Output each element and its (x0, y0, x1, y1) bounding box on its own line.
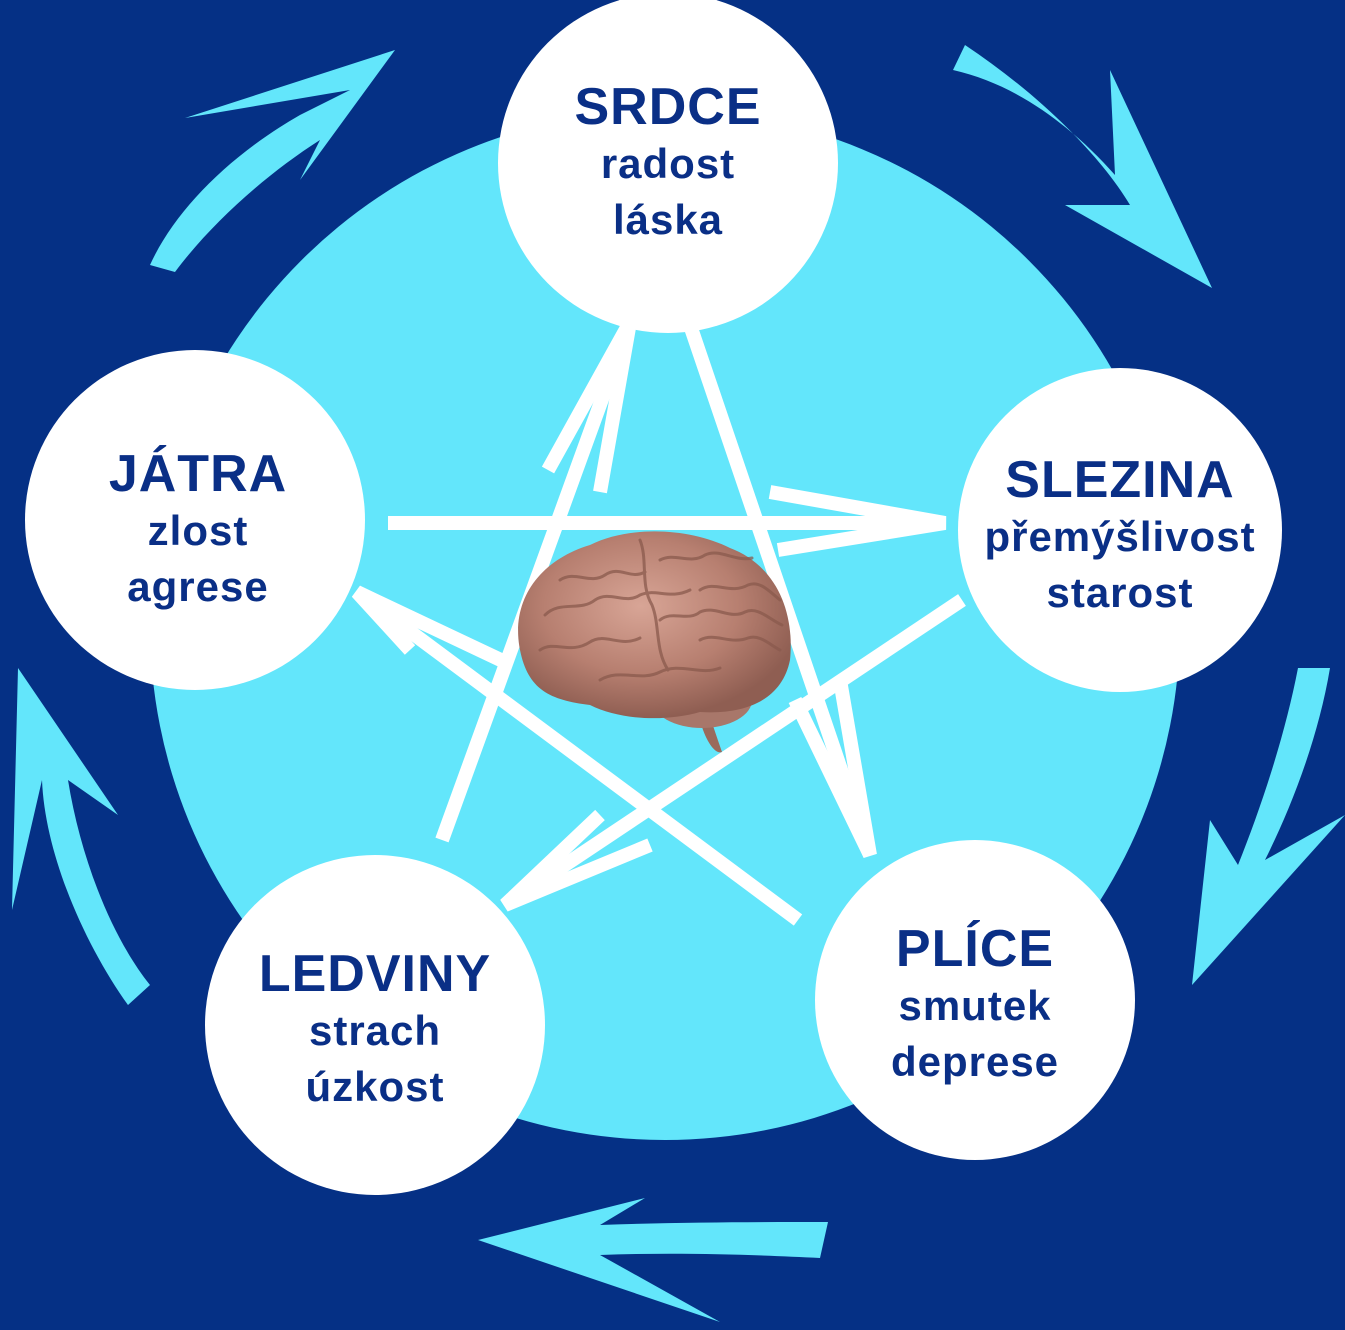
node-emotion-1: radost (601, 136, 735, 192)
node-slezina: SLEZINA přemýšlivost starost (960, 436, 1280, 636)
node-jatra: JÁTRA zlost agrese (48, 430, 348, 630)
outer-arrow-right (1192, 668, 1345, 985)
node-ledviny: LEDVINY strach úzkost (225, 930, 525, 1130)
node-title: PLÍCE (896, 920, 1054, 978)
node-emotion-2: starost (1046, 565, 1193, 621)
outer-arrow-left (12, 668, 150, 1005)
node-title: JÁTRA (109, 445, 287, 503)
node-emotion-1: strach (309, 1003, 441, 1059)
node-emotion-2: úzkost (305, 1059, 444, 1115)
node-plice: PLÍCE smutek deprese (825, 905, 1125, 1105)
node-emotion-1: zlost (148, 503, 249, 559)
node-emotion-1: smutek (898, 978, 1051, 1034)
node-emotion-2: agrese (127, 559, 268, 615)
node-emotion-2: deprese (891, 1034, 1059, 1090)
node-title: LEDVINY (259, 945, 491, 1003)
node-title: SRDCE (574, 78, 761, 136)
node-title: SLEZINA (1005, 451, 1234, 509)
node-emotion-2: láska (613, 192, 723, 248)
node-emotion-1: přemýšlivost (984, 509, 1255, 565)
node-srdce: SRDCE radost láska (518, 63, 818, 263)
outer-arrow-bottom (478, 1198, 828, 1322)
